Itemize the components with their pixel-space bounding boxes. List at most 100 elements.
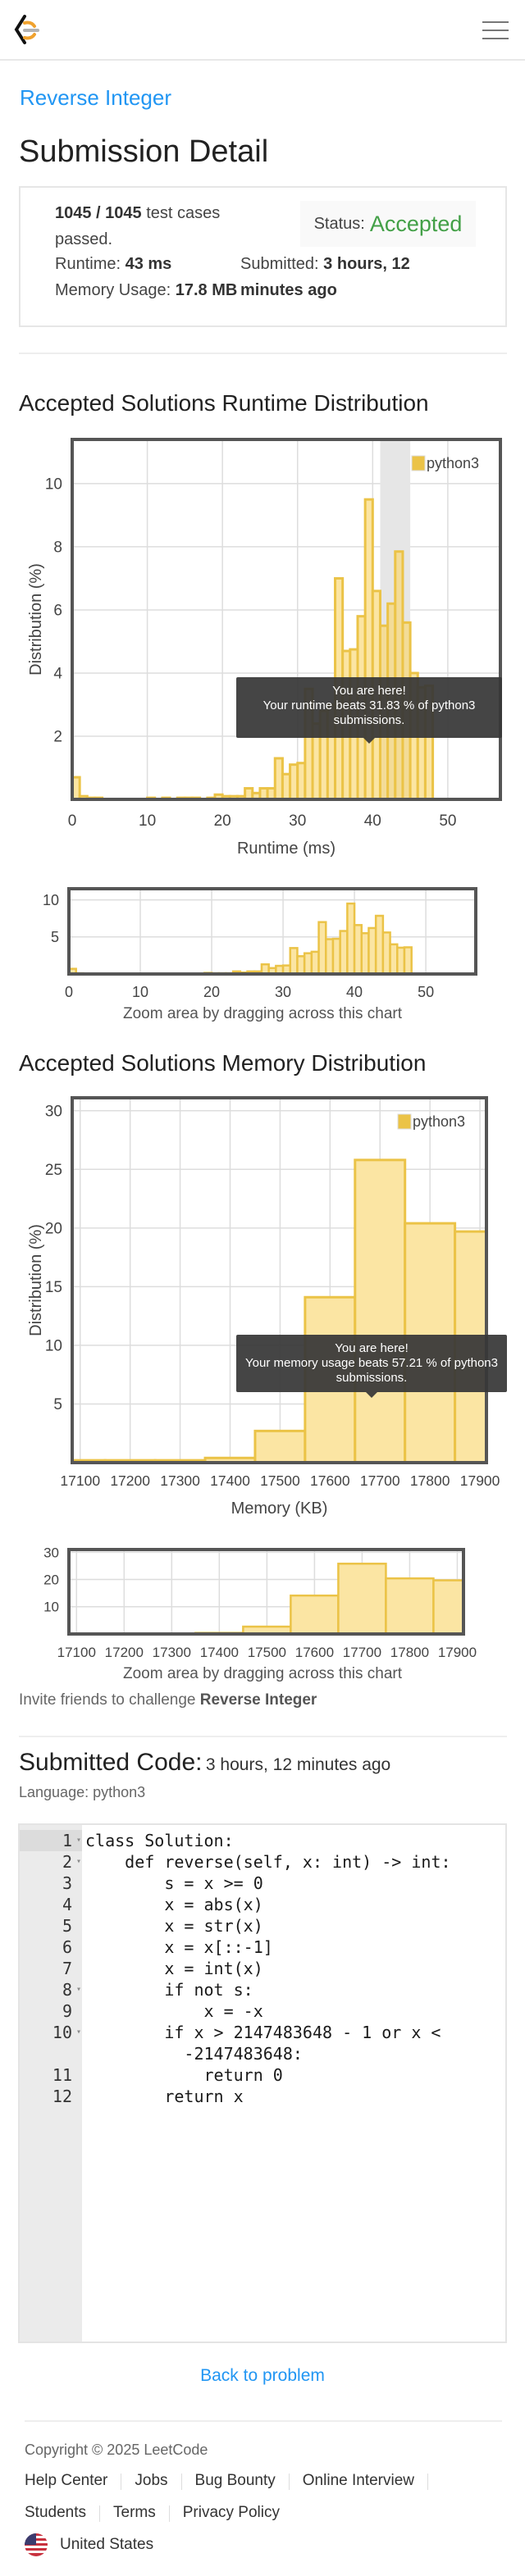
x-tick-label: 17500	[260, 1472, 300, 1489]
x-tick-label: 20	[203, 984, 220, 1000]
submission-summary	[19, 186, 507, 327]
x-tick-label: 20	[214, 812, 231, 830]
line-number[interactable]: 1	[20, 1830, 82, 1851]
footer-links-row-1: Help Center Jobs Bug Bounty Online Intervie…	[25, 2472, 441, 2490]
code-line: 5 x = str(x)	[20, 1915, 505, 1937]
code-text: return 0	[85, 2065, 283, 2085]
problem-title-link[interactable]: Reverse Integer	[20, 85, 171, 110]
x-tick-label: 17200	[105, 1645, 144, 1660]
footer-link-help-center[interactable]: Help Center	[25, 2472, 108, 2489]
memory-value: 17.8 MB	[175, 281, 238, 299]
code-line: 10 if x > 2147483648 - 1 or x < -2147483…	[20, 2022, 505, 2064]
code-text: x = str(x)	[85, 1916, 263, 1936]
footer-link-jobs[interactable]: Jobs	[135, 2472, 168, 2489]
x-tick-label: 10	[132, 984, 148, 1000]
status-label: Status:	[313, 214, 365, 233]
x-tick-label: 17400	[200, 1645, 239, 1660]
tooltip-title: You are here!	[335, 1341, 409, 1355]
back-to-problem-link[interactable]: Back to problem	[200, 2366, 325, 2385]
tooltip-text: Your runtime beats 31.83 % of python3 su…	[262, 699, 476, 727]
x-tick-label: 50	[418, 984, 434, 1000]
code-editor[interactable]: 1class Solution:2 def reverse(self, x: i…	[18, 1823, 507, 2343]
x-tick-label: 17400	[210, 1472, 250, 1489]
footer-link-online-interview[interactable]: Online Interview	[302, 2472, 415, 2489]
copyright: Copyright © 2025 LeetCode	[25, 2442, 208, 2458]
separator	[168, 2505, 170, 2522]
separator	[180, 2473, 182, 2490]
x-tick-label: 17200	[110, 1472, 150, 1489]
separator	[288, 2473, 290, 2490]
code-line: 4 x = abs(x)	[20, 1894, 505, 1915]
bar	[354, 1158, 407, 1464]
x-tick-label: 17800	[390, 1645, 429, 1660]
language-label: Language: python3	[19, 1784, 146, 1800]
x-tick-label: 17900	[460, 1472, 500, 1489]
y-tick-label: 10	[45, 476, 62, 494]
bar	[337, 1563, 387, 1636]
tooltip-text: Your memory usage beats 57.21 % of pytho…	[245, 1356, 498, 1385]
y-tick-label: 8	[53, 539, 62, 557]
code-text: if not s:	[85, 1980, 253, 2000]
plot-frame	[67, 887, 477, 976]
x-tick-label: 17600	[295, 1645, 334, 1660]
x-tick-label: 17300	[160, 1472, 200, 1489]
x-tick-label: 17100	[60, 1472, 100, 1489]
runtime-stat: Runtime: 43 ms	[55, 251, 171, 277]
runtime-value: 43 ms	[125, 255, 172, 273]
y-tick-label: 6	[53, 603, 62, 620]
code-text: class Solution:	[85, 1831, 234, 1850]
memory-label: Memory Usage:	[55, 281, 171, 299]
footer-link-bug-bounty[interactable]: Bug Bounty	[194, 2472, 276, 2489]
x-tick-label: 17600	[310, 1472, 350, 1489]
x-tick-label: 0	[68, 812, 77, 830]
hamburger-menu-icon[interactable]	[482, 21, 509, 41]
footer-links-row-2: Students Terms Privacy Policy	[25, 2504, 280, 2522]
memory-chart-title: Accepted Solutions Memory Distribution	[19, 1050, 427, 1076]
memory-zoom-caption: Zoom area by dragging across this chart	[122, 1665, 403, 1682]
code-text: x = abs(x)	[85, 1895, 263, 1914]
line-number-gutter	[20, 1825, 82, 2342]
y-axis-label: Distribution (%)	[27, 563, 45, 676]
x-axis-label: Runtime (ms)	[237, 840, 336, 858]
bar	[432, 1579, 465, 1636]
runtime-chart-title: Accepted Solutions Runtime Distribution	[19, 390, 429, 416]
footer-link-privacy-policy[interactable]: Privacy Policy	[182, 2504, 280, 2521]
footer-link-students[interactable]: Students	[25, 2504, 86, 2521]
bar	[385, 1577, 435, 1636]
submitted-label: Submitted:	[240, 255, 319, 273]
code-lines: 1class Solution:2 def reverse(self, x: i…	[20, 1825, 505, 2107]
footer-divider	[25, 2420, 502, 2422]
code-line: 7 x = int(x)	[20, 1958, 505, 1979]
tooltip-title: You are here!	[332, 684, 406, 698]
y-tick-label: 20	[43, 1572, 59, 1587]
y-tick-label: 10	[45, 1338, 62, 1355]
page-title: Submission Detail	[19, 134, 269, 169]
leetcode-logo-icon[interactable]	[13, 15, 41, 46]
line-number[interactable]: 8	[20, 1979, 82, 2000]
line-number: 5	[62, 1916, 72, 1936]
x-tick-label: 17900	[438, 1645, 477, 1660]
code-line: 2 def reverse(self, x: int) -> int:	[20, 1851, 505, 1873]
invite-problem-link[interactable]: Reverse Integer	[199, 1691, 317, 1709]
code-text: s = x >= 0	[85, 1873, 263, 1893]
plot-frame	[71, 1096, 488, 1464]
code-line: 3 s = x >= 0	[20, 1873, 505, 1894]
code-line: 8 if not s:	[20, 1979, 505, 2000]
region-selector[interactable]: United States	[25, 2533, 153, 2556]
line-number: 11	[52, 2065, 72, 2085]
runtime-zoom-caption: Zoom area by dragging across this chart	[122, 1005, 403, 1022]
code-text: x = int(x)	[85, 1959, 263, 1978]
y-axis-label: Distribution (%)	[27, 1224, 45, 1336]
line-number[interactable]: 10	[20, 2022, 82, 2064]
code-line: 9 x = -x	[20, 2000, 505, 2022]
separator	[99, 2505, 100, 2522]
y-tick-label: 5	[53, 1396, 62, 1413]
submitted-code-label: Submitted Code:	[19, 1749, 203, 1776]
line-number[interactable]: 2	[20, 1851, 82, 1873]
footer-link-terms[interactable]: Terms	[113, 2504, 156, 2521]
divider	[19, 353, 507, 354]
x-tick-label: 17500	[248, 1645, 286, 1660]
